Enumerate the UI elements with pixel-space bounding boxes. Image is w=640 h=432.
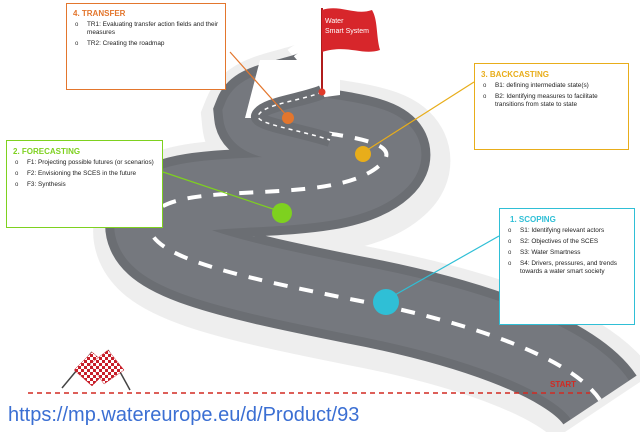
stage-item: S4: Drivers, pressures, and trends towar… (506, 260, 628, 276)
stage-item: TR2: Creating the roadmap (73, 40, 219, 48)
stage-item: F3: Synthesis (13, 181, 156, 189)
stage-item: TR1: Evaluating transfer action fields a… (73, 21, 219, 37)
stage-title-backcasting: 3. BACKCASTING (481, 70, 550, 79)
flag-label-line1: Water (325, 18, 344, 25)
stage-box-scoping: 1. SCOPING S1: Identifying relevant acto… (499, 208, 635, 325)
road-far (251, 85, 333, 147)
flag-icon (318, 8, 380, 96)
marker-scoping (373, 289, 399, 315)
stage-item: S2: Objectives of the SCES (506, 238, 628, 246)
flag-label: Water Smart System (325, 17, 369, 37)
stage-item: B1: defining intermediate state(s) (481, 82, 622, 90)
stage-title-scoping: 1. SCOPING (510, 215, 556, 224)
marker-backcasting (355, 146, 371, 162)
stage-item: F2: Envisioning the SCES in the future (13, 170, 156, 178)
marker-forecasting (272, 203, 292, 223)
stage-title-transfer: 4. TRANSFER (73, 9, 126, 18)
stage-item: S3: Water Smartness (506, 249, 628, 257)
stage-box-backcasting: 3. BACKCASTING B1: defining intermediate… (474, 63, 629, 150)
marker-transfer (282, 112, 294, 124)
stage-title-forecasting: 2. FORECASTING (13, 147, 81, 156)
stage-box-forecasting: 2. FORECASTING F1: Projecting possible f… (6, 140, 163, 228)
connector-transfer (229, 51, 288, 117)
source-url[interactable]: https://mp.watereurope.eu/d/Product/93 (8, 404, 360, 426)
stage-item: B2: Identifying measures to facilitate t… (481, 93, 622, 109)
connector-scoping (385, 235, 500, 301)
start-label: START (550, 380, 577, 389)
checkered-flag-icon (61, 349, 131, 391)
flag-label-line2: Smart System (325, 28, 369, 35)
connector-forecasting (162, 171, 283, 213)
stage-box-transfer: 4. TRANSFER TR1: Evaluating transfer act… (66, 3, 226, 90)
stage-item: S1: Identifying relevant actors (506, 227, 628, 235)
stage-item: F1: Projecting possible futures (or scen… (13, 159, 156, 167)
connector-backcasting (363, 81, 475, 153)
